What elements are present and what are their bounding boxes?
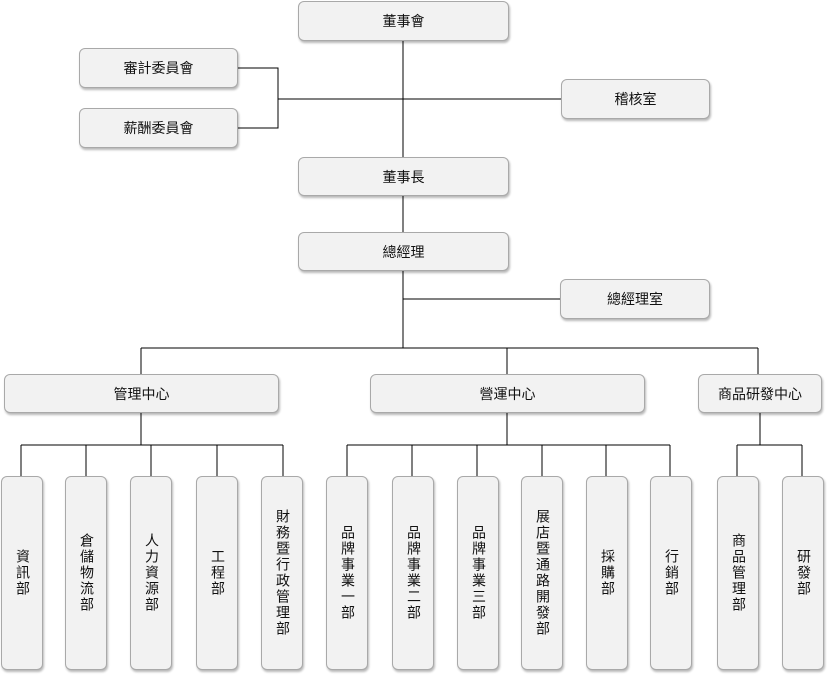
gm-office-box: 總經理室 — [560, 279, 710, 319]
dept-label: 研發部 — [795, 549, 811, 597]
dept-warehouse-logistics: 倉儲物流部 — [65, 476, 107, 670]
product-rd-center-label: 商品研發中心 — [718, 386, 802, 403]
dept-purchasing: 採購部 — [586, 476, 628, 670]
dept-label: 工程部 — [209, 549, 225, 597]
product-rd-center-box: 商品研發中心 — [698, 374, 822, 413]
audit-committee-label: 審計委員會 — [123, 61, 194, 77]
dept-label: 行銷部 — [663, 549, 679, 597]
audit-office-label: 稽核室 — [614, 92, 657, 108]
audit-office-box: 稽核室 — [561, 79, 710, 119]
dept-label: 採購部 — [599, 549, 615, 597]
compensation-committee-label: 薪酬委員會 — [123, 121, 194, 137]
management-center-box: 管理中心 — [4, 374, 279, 413]
compensation-committee-box: 薪酬委員會 — [79, 108, 238, 148]
dept-product-management: 商品管理部 — [717, 476, 759, 670]
operations-center-box: 營運中心 — [370, 374, 645, 413]
general-manager-label: 總經理 — [382, 244, 425, 261]
dept-human-resources: 人力資源部 — [130, 476, 172, 670]
dept-label: 品牌事業三部 — [470, 525, 486, 621]
dept-label: 財務暨行政管理部 — [274, 509, 290, 637]
operations-center-label: 營運中心 — [479, 386, 536, 403]
dept-label: 品牌事業一部 — [339, 525, 355, 621]
dept-marketing: 行銷部 — [650, 476, 692, 670]
dept-label: 倉儲物流部 — [78, 533, 94, 613]
audit-committee-box: 審計委員會 — [79, 48, 238, 88]
chairman-box: 董事長 — [298, 157, 509, 196]
dept-label: 品牌事業二部 — [405, 525, 421, 621]
dept-label: 人力資源部 — [143, 533, 159, 613]
dept-label: 展店暨通路開發部 — [534, 509, 550, 637]
dept-rd: 研發部 — [782, 476, 824, 670]
dept-label: 商品管理部 — [730, 533, 746, 613]
management-center-label: 管理中心 — [113, 386, 170, 403]
general-manager-box: 總經理 — [298, 232, 509, 271]
chairman-label: 董事長 — [382, 169, 425, 186]
dept-brand-3: 品牌事業三部 — [457, 476, 499, 670]
connector-committees — [238, 67, 279, 129]
dept-store-channel-dev: 展店暨通路開發部 — [521, 476, 563, 670]
dept-brand-2: 品牌事業二部 — [392, 476, 434, 670]
dept-it: 資訊部 — [1, 476, 43, 670]
dept-brand-1: 品牌事業一部 — [326, 476, 368, 670]
dept-engineering: 工程部 — [196, 476, 238, 670]
board-of-directors-box: 董事會 — [298, 1, 509, 41]
dept-label: 資訊部 — [14, 549, 30, 597]
gm-office-label: 總經理室 — [607, 292, 663, 308]
board-of-directors-label: 董事會 — [382, 14, 425, 30]
dept-finance-admin: 財務暨行政管理部 — [261, 476, 303, 670]
